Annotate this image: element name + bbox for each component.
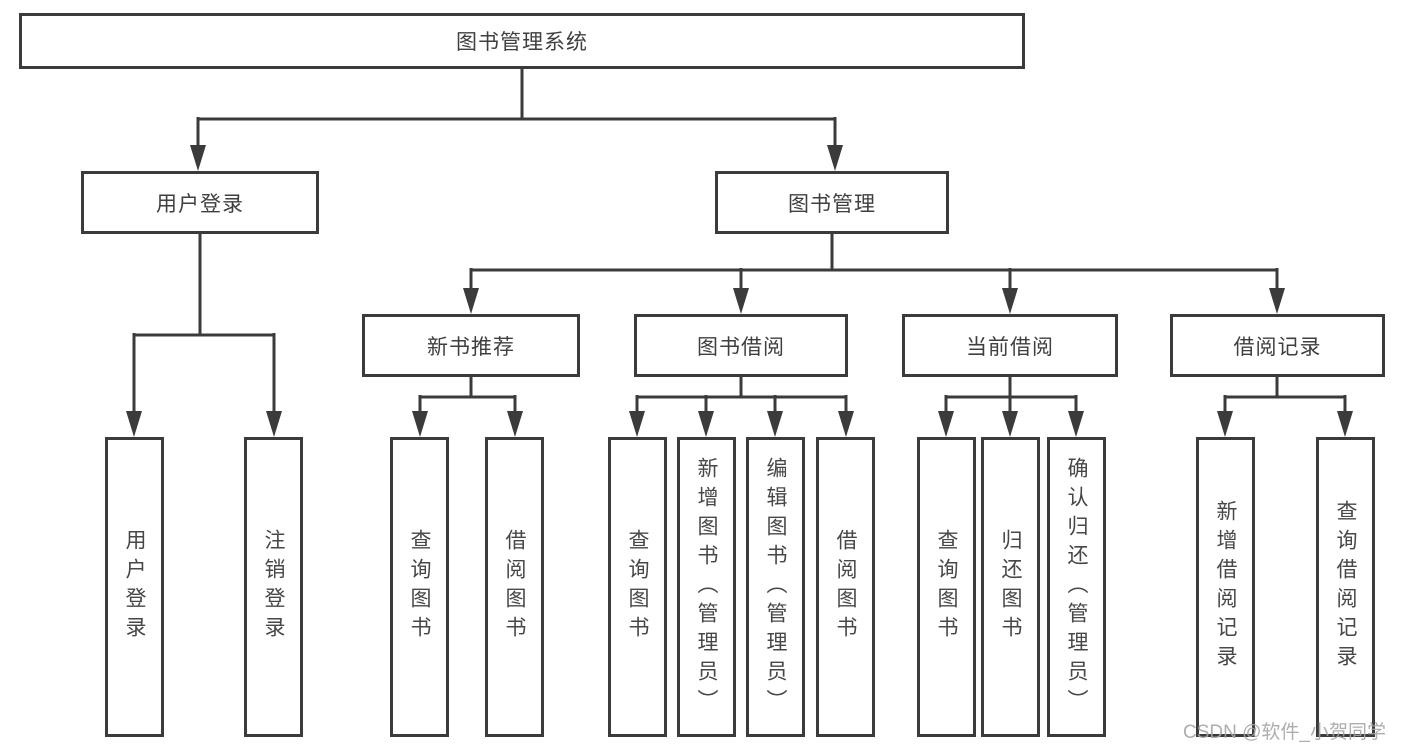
node-book-management: 图书管理 xyxy=(715,171,949,234)
leaf-confirm-return-admin: 确认归还（管理员） xyxy=(1047,437,1106,737)
leaf-return-books-label: 归还图书 xyxy=(999,529,1022,645)
node-borrow-records: 借阅记录 xyxy=(1170,314,1385,377)
leaf-edit-books-admin-label: 编辑图书（管理员） xyxy=(764,456,787,718)
leaf-query-borrow-record: 查询借阅记录 xyxy=(1316,437,1375,737)
leaf-query-borrow-record-label: 查询借阅记录 xyxy=(1334,500,1357,674)
leaf-add-borrow-record: 新增借阅记录 xyxy=(1196,437,1255,737)
leaf-add-books-admin-label: 新增图书（管理员） xyxy=(695,456,718,718)
leaf-borrow-books-recommend-label: 借阅图书 xyxy=(503,529,526,645)
leaf-borrow-books-recommend: 借阅图书 xyxy=(485,437,544,737)
leaf-user-login-label: 用户登录 xyxy=(123,529,146,645)
watermark-text: CSDN @软件_小贺同学 xyxy=(1183,722,1386,743)
leaf-query-books-recommend-label: 查询图书 xyxy=(408,529,431,645)
leaf-query-books-current: 查询图书 xyxy=(917,437,976,737)
leaf-logout: 注销登录 xyxy=(244,437,303,737)
root-node-library-system: 图书管理系统 xyxy=(19,13,1025,69)
leaf-query-books-current-label: 查询图书 xyxy=(935,529,958,645)
leaf-user-login: 用户登录 xyxy=(105,437,164,737)
node-book-management-label: 图书管理 xyxy=(788,192,876,216)
leaf-add-books-admin: 新增图书（管理员） xyxy=(677,437,736,737)
leaf-query-books-borrow-label: 查询图书 xyxy=(626,529,649,645)
node-current-borrow-label: 当前借阅 xyxy=(966,335,1054,359)
leaf-borrow-books-label: 借阅图书 xyxy=(834,529,857,645)
leaf-borrow-books: 借阅图书 xyxy=(816,437,875,737)
leaf-logout-label: 注销登录 xyxy=(262,529,285,645)
node-current-borrow: 当前借阅 xyxy=(902,314,1118,377)
node-book-borrow: 图书借阅 xyxy=(634,314,848,377)
node-new-book-recommend-label: 新书推荐 xyxy=(427,335,515,359)
leaf-query-books-recommend: 查询图书 xyxy=(390,437,449,737)
node-user-login-label: 用户登录 xyxy=(156,192,244,216)
leaf-add-borrow-record-label: 新增借阅记录 xyxy=(1214,500,1237,674)
node-user-login: 用户登录 xyxy=(81,171,319,234)
leaf-return-books: 归还图书 xyxy=(981,437,1040,737)
leaf-confirm-return-admin-label: 确认归还（管理员） xyxy=(1065,456,1088,718)
node-book-borrow-label: 图书借阅 xyxy=(697,335,785,359)
node-borrow-records-label: 借阅记录 xyxy=(1233,335,1322,359)
leaf-edit-books-admin: 编辑图书（管理员） xyxy=(746,437,805,737)
node-new-book-recommend: 新书推荐 xyxy=(362,314,580,377)
leaf-query-books-borrow: 查询图书 xyxy=(608,437,667,737)
root-node-label: 图书管理系统 xyxy=(456,31,588,54)
